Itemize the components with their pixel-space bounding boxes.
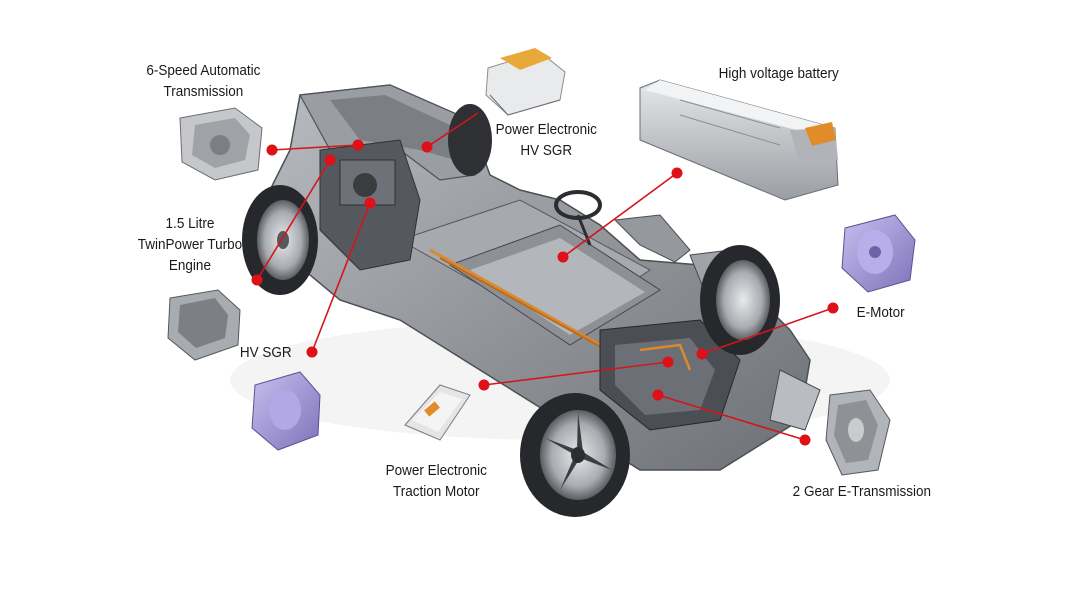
label-transmission-6speed: 6-Speed Automatic Transmission <box>146 60 260 102</box>
engine-image <box>167 289 241 361</box>
label-line: TwinPower Turbo <box>137 236 243 253</box>
label-engine: 1.5 Litre TwinPower Turbo Engine <box>138 213 242 276</box>
label-e-motor: E-Motor <box>857 302 905 323</box>
callout-power-electronic-hv-sgr <box>421 112 479 153</box>
callout-engine <box>251 154 336 286</box>
callout-transmission-6speed <box>266 139 364 156</box>
label-line: Transmission <box>163 83 244 100</box>
label-power-electronic-traction: Power Electronic Traction Motor <box>386 460 487 502</box>
label-line: Power Electronic <box>495 121 597 138</box>
e-transmission-image <box>825 389 891 476</box>
callout-e-transmission <box>652 389 811 446</box>
label-line: Engine <box>168 257 211 274</box>
label-line: Traction Motor <box>393 483 480 500</box>
label-line: 2 Gear E-Transmission <box>792 483 931 500</box>
callout-power-electronic-traction <box>478 356 674 391</box>
wheels <box>242 104 780 517</box>
callout-hv-sgr <box>306 197 376 358</box>
label-line: E-Motor <box>856 304 905 321</box>
label-power-electronic-hv-sgr: Power Electronic HV SGR <box>496 119 597 161</box>
label-line: Power Electronic <box>385 462 487 479</box>
hv-sgr-image <box>251 371 321 451</box>
callout-high-voltage-battery <box>557 167 683 263</box>
high-voltage-battery-image <box>639 79 839 201</box>
label-line: HV SGR <box>239 344 292 361</box>
label-high-voltage-battery: High voltage battery <box>719 63 839 84</box>
callout-e-motor <box>696 302 839 360</box>
label-line: 6-Speed Automatic <box>146 62 261 79</box>
transmission-6speed-image <box>179 107 263 181</box>
label-line: High voltage battery <box>718 65 839 82</box>
power-electronic-hv-sgr-image <box>485 48 566 116</box>
label-e-transmission: 2 Gear E-Transmission <box>793 481 931 502</box>
label-hv-sgr: HV SGR <box>240 342 292 363</box>
label-line: 1.5 Litre <box>165 215 215 232</box>
label-line: HV SGR <box>520 142 573 159</box>
e-motor-image <box>841 214 916 293</box>
power-electronic-traction-image <box>404 384 471 441</box>
